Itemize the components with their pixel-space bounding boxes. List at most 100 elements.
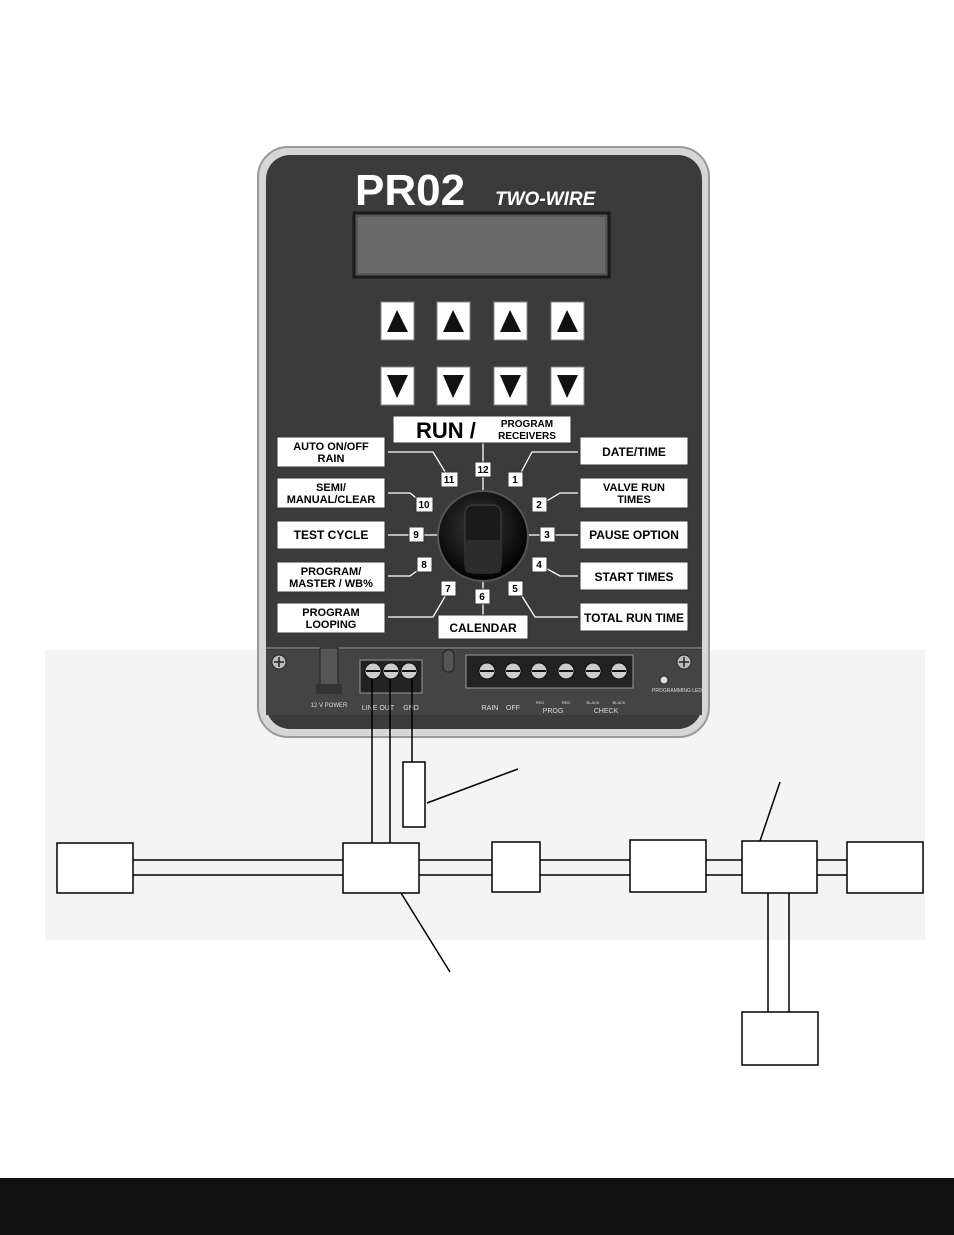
label-text: LOOPING [306, 619, 357, 631]
red-label: RED [536, 700, 545, 705]
label-auto-on-off-rain: AUTO ON/OFF RAIN [276, 436, 386, 468]
svg-text:3: 3 [544, 530, 550, 541]
label-program-looping: PROGRAM LOOPING [276, 602, 386, 634]
svg-text:9: 9 [413, 530, 419, 541]
sensor-terminal-block [465, 654, 634, 689]
dial-number-12: 12 [474, 461, 492, 478]
black-label: BLACK [586, 700, 599, 705]
callout-line-ground-rod [426, 768, 519, 804]
up-arrow-icon [387, 310, 408, 332]
selector-dial[interactable] [437, 490, 529, 582]
power-label: 12 V POWER [311, 703, 348, 709]
down-arrow-icon [387, 375, 408, 398]
label-text: PROGRAM [302, 607, 359, 619]
dial-number-8: 8 [416, 556, 433, 573]
up-button-4[interactable] [550, 301, 585, 341]
model-title: PR02 [355, 166, 465, 215]
down-button-1[interactable] [380, 366, 415, 406]
run-sub-2: RECEIVERS [498, 431, 556, 442]
label-text: MANUAL/CLEAR [287, 494, 376, 506]
receiver-box-4 [846, 841, 924, 894]
label-calendar: CALENDAR [437, 614, 529, 640]
dial-number-7: 7 [440, 580, 457, 597]
label-date-time: DATE/TIME [579, 436, 689, 466]
label-text: SEMI/ [316, 482, 346, 494]
up-button-2[interactable] [436, 301, 471, 341]
label-text: VALVE RUN [603, 482, 665, 494]
label-text: RAIN [318, 453, 345, 465]
up-button-1[interactable] [380, 301, 415, 341]
label-text: START TIMES [594, 570, 673, 584]
label-program-master-wb: PROGRAM/ MASTER / WB% [276, 561, 386, 593]
dial-number-1: 1 [507, 471, 524, 488]
label-text: PAUSE OPTION [589, 528, 679, 542]
line-out-terminal-block [359, 659, 423, 694]
power-jack [316, 647, 342, 694]
svg-text:12: 12 [477, 465, 489, 476]
label-text: CALENDAR [449, 621, 517, 635]
red-label: RED [562, 700, 571, 705]
wiring [133, 679, 847, 1012]
svg-text:8: 8 [421, 560, 427, 571]
dial-numbers: 12 1 2 3 4 5 6 7 8 9 10 11 [408, 461, 556, 605]
dial-number-11: 11 [440, 471, 459, 488]
dial-number-6: 6 [474, 588, 491, 605]
up-button-3[interactable] [493, 301, 528, 341]
down-arrow-icon [443, 375, 464, 398]
down-buttons [380, 366, 585, 406]
label-text: TOTAL RUN TIME [584, 611, 684, 625]
off-label: OFF [506, 705, 520, 712]
svg-text:6: 6 [479, 592, 485, 603]
splice-box [741, 840, 818, 894]
up-arrow-icon [500, 310, 521, 332]
receiver-box-1 [56, 842, 134, 894]
label-text: DATE/TIME [602, 445, 666, 459]
junction-box [342, 842, 420, 894]
svg-text:1: 1 [512, 475, 518, 486]
label-text: TIMES [617, 494, 651, 506]
svg-text:7: 7 [445, 584, 451, 595]
svg-text:5: 5 [512, 584, 518, 595]
key-slot [442, 649, 455, 673]
svg-text:4: 4 [536, 560, 542, 571]
programming-led-icon [659, 675, 669, 685]
down-button-3[interactable] [493, 366, 528, 406]
footer-bar [0, 1178, 954, 1235]
prog-label: PROG [543, 708, 564, 715]
label-text: TEST CYCLE [294, 528, 369, 542]
label-semi-manual-clear: SEMI/ MANUAL/CLEAR [276, 477, 386, 509]
svg-text:11: 11 [444, 475, 455, 486]
label-test-cycle: TEST CYCLE [276, 520, 386, 550]
svg-text:2: 2 [536, 500, 542, 511]
receiver-box-3 [629, 839, 707, 893]
down-arrow-icon [500, 375, 521, 398]
wiring-boxes [56, 761, 924, 1066]
ground-rod [402, 761, 426, 828]
dial-number-2: 2 [531, 496, 548, 513]
down-button-2[interactable] [436, 366, 471, 406]
dial-number-5: 5 [507, 580, 524, 597]
black-label: BLACK [612, 700, 625, 705]
callout-line-junction [400, 892, 451, 973]
down-arrow-icon [557, 375, 578, 398]
dial-number-10: 10 [415, 496, 434, 513]
down-button-4[interactable] [550, 366, 585, 406]
run-label-box: RUN / PROGRAM RECEIVERS [392, 415, 572, 444]
check-label: CHECK [594, 708, 619, 715]
callout-line-splice [759, 781, 781, 842]
model-subtitle: TWO-WIRE [495, 189, 597, 210]
label-valve-run-times: VALVE RUN TIMES [579, 477, 689, 509]
run-sub-1: PROGRAM [501, 419, 553, 430]
screw-icon [676, 654, 692, 670]
run-label: RUN / [416, 418, 476, 443]
lcd-screen [358, 217, 605, 273]
label-pause-option: PAUSE OPTION [579, 520, 689, 550]
dial-number-9: 9 [408, 526, 425, 543]
label-text: MASTER / WB% [289, 578, 373, 590]
receiver-box-2 [491, 841, 541, 893]
label-text: AUTO ON/OFF [293, 441, 369, 453]
label-text: PROGRAM/ [301, 566, 362, 578]
dial-number-4: 4 [531, 556, 548, 573]
screw-icon [271, 654, 287, 670]
